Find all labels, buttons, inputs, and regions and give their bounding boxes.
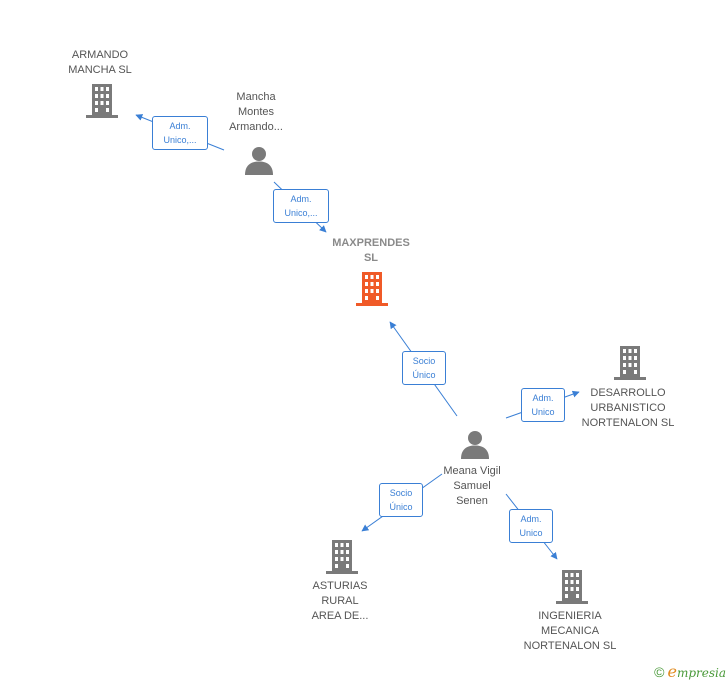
edge-tag-line: Socio: [389, 488, 413, 498]
label-line: NORTENALON SL: [523, 640, 617, 652]
brand-name: mpresia: [676, 666, 726, 680]
edge-tag-line: Adm.: [520, 514, 542, 524]
label-line: Meana Vigil: [443, 465, 501, 477]
edge-tag-line: Adm.: [169, 121, 191, 131]
label-line: ARMANDO: [71, 49, 129, 61]
label-line: NORTENALON SL: [581, 417, 675, 429]
person-label-mancha-montes[interactable]: Mancha Montes Armando...: [206, 90, 306, 135]
person-icon[interactable]: [460, 430, 490, 459]
person-icon[interactable]: [244, 146, 274, 175]
company-label-armando-mancha[interactable]: ARMANDO MANCHA SL: [50, 48, 150, 78]
label-line: AREA DE...: [311, 610, 369, 622]
company-label-ingenieria[interactable]: INGENIERIA MECANICA NORTENALON SL: [514, 609, 626, 654]
edge-tag-line: Único: [389, 502, 413, 512]
company-label-desarrollo[interactable]: DESARROLLO URBANISTICO NORTENALON SL: [572, 386, 684, 431]
edge-tag-meana-ingenieria[interactable]: Adm. Unico: [509, 509, 553, 543]
company-label-asturias[interactable]: ASTURIAS RURAL AREA DE...: [290, 579, 390, 624]
edge-tag-meana-desarrollo[interactable]: Adm. Unico: [521, 388, 565, 422]
label-line: MECANICA: [540, 625, 600, 637]
edge-tag-meana-asturias[interactable]: Socio Único: [379, 483, 423, 517]
edge-tag-meana-maxprendes[interactable]: Socio Único: [402, 351, 446, 385]
copyright-symbol: ©: [654, 664, 665, 680]
brand-logo-e: e: [667, 662, 677, 681]
label-line: Armando...: [229, 121, 283, 133]
edge-tag-line: Unico: [531, 407, 555, 417]
building-icon-main[interactable]: [356, 272, 388, 306]
edge-tag-line: Unico,...: [284, 208, 318, 218]
person-label-meana[interactable]: Meana Vigil Samuel Senen: [422, 464, 522, 509]
edge-tag-line: Único: [412, 370, 436, 380]
edge-tag-mancha-armando[interactable]: Adm. Unico,...: [152, 116, 208, 150]
label-line: SL: [363, 252, 379, 264]
edge-tag-line: Socio: [412, 356, 436, 366]
building-icon[interactable]: [556, 570, 588, 604]
edge-tag-line: Unico,...: [163, 135, 197, 145]
label-line: Montes: [237, 106, 275, 118]
edge-tag-line: Adm.: [290, 194, 312, 204]
label-line: RURAL: [321, 595, 359, 607]
label-line: Senen: [456, 495, 488, 507]
label-line: Samuel: [453, 480, 491, 492]
label-line: INGENIERIA: [538, 610, 602, 622]
building-icon[interactable]: [614, 346, 646, 380]
edge-tag-line: Adm.: [532, 393, 554, 403]
footer-brand[interactable]: ©empresia: [654, 662, 726, 681]
label-line: URBANISTICO: [590, 402, 666, 414]
building-icon[interactable]: [326, 540, 358, 574]
building-icon[interactable]: [86, 84, 118, 118]
company-label-maxprendes[interactable]: MAXPRENDES SL: [316, 236, 426, 266]
label-line: Mancha: [236, 91, 276, 103]
label-line: ASTURIAS: [312, 580, 368, 592]
label-line: MANCHA SL: [68, 64, 132, 76]
label-line: DESARROLLO: [590, 387, 666, 399]
edge-tag-line: Unico: [519, 528, 543, 538]
label-line: MAXPRENDES: [332, 237, 410, 249]
edge-tag-mancha-maxprendes[interactable]: Adm. Unico,...: [273, 189, 329, 223]
